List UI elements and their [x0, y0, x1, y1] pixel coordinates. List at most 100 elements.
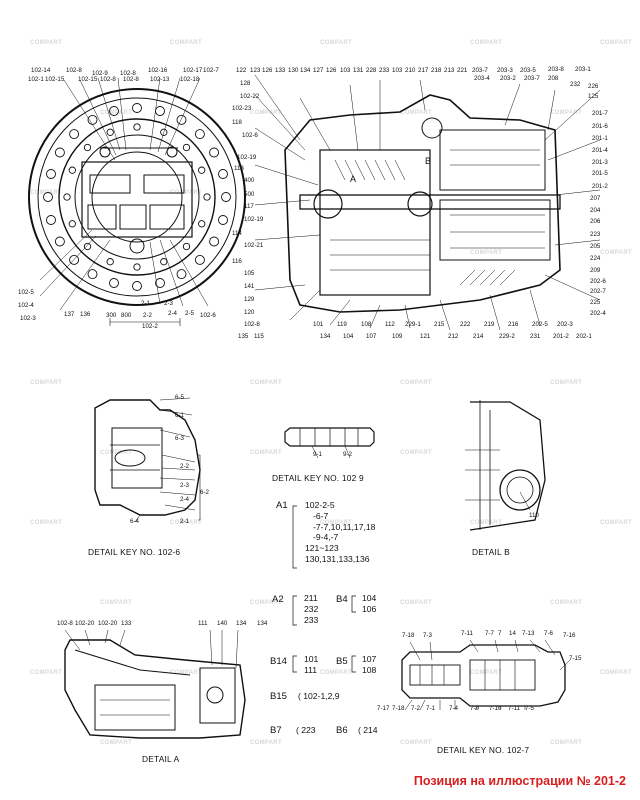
- watermark-text: COMPART: [400, 110, 432, 116]
- bolt-hole: [155, 106, 165, 116]
- group-b4-item: 104: [362, 593, 377, 603]
- bolt-hole: [221, 192, 231, 202]
- detail-102-9-callout: 9-1: [313, 451, 322, 458]
- detail-102-7-callout: 7-13: [522, 630, 535, 637]
- detail-102-7-callout: 7-6: [544, 630, 553, 637]
- section-view-callout: 208: [548, 75, 559, 82]
- bolt-hole: [133, 263, 141, 271]
- section-view-callout: 201-7: [592, 110, 608, 117]
- section-view-callout: 217: [418, 67, 429, 74]
- watermark-text: COMPART: [320, 520, 352, 526]
- detail-102-6-callout: 6-2: [200, 489, 209, 496]
- detail-b-drawing: [465, 400, 546, 531]
- group-b5-item: 108: [362, 664, 377, 675]
- bolt-hole: [155, 278, 165, 288]
- group-b4-item: 106: [362, 603, 377, 614]
- section-view-callout: 201-3: [592, 159, 608, 166]
- section-view-drawing: [254, 74, 601, 331]
- outer-bolt-holes: [43, 103, 231, 291]
- section-view-callout: 203-4: [474, 75, 490, 82]
- group-b15-item: 102-1,2,9: [303, 691, 340, 701]
- bolt-hole: [160, 258, 168, 266]
- watermark-text: COMPART: [250, 110, 282, 116]
- detail-102-7-callout: 7-16: [563, 632, 576, 639]
- detail-102-6-callout: 6-1: [175, 412, 184, 419]
- section-view-callout: 225: [590, 299, 601, 306]
- detail-102-6-callout: 2-2: [180, 463, 189, 470]
- group-b6-item: 214: [363, 725, 378, 735]
- watermark-text: COMPART: [550, 600, 582, 606]
- section-view-callout: 201-2: [553, 333, 569, 340]
- bolt-hole: [68, 166, 76, 174]
- detail-102-6-callout: 2-4: [180, 496, 189, 503]
- bolt-hole: [109, 278, 119, 288]
- section-view-callout: 116: [232, 258, 242, 265]
- detail-a-callout: 134: [257, 620, 268, 627]
- section-view-callout: 201-2: [592, 183, 608, 190]
- bolt-hole: [54, 147, 65, 158]
- bolt-hole: [46, 169, 56, 179]
- section-view-callout: 203-8: [548, 66, 564, 73]
- watermark-text: COMPART: [320, 40, 352, 46]
- group-b15-items: ( 102-1,2,9: [298, 691, 340, 701]
- section-view-callout: 201-4: [592, 147, 608, 154]
- watermark-text: COMPART: [400, 450, 432, 456]
- bolt-hole: [203, 193, 211, 201]
- bolt-hole: [46, 215, 56, 225]
- group-b7-items: ( 223: [296, 725, 316, 735]
- front-view-callout: 102-15: [78, 76, 98, 83]
- section-view-callout: 131: [353, 67, 364, 74]
- section-view-callout: 107: [366, 333, 377, 340]
- section-view-callout: 112: [385, 321, 395, 328]
- watermark-text: COMPART: [600, 520, 632, 526]
- section-view-callout: 108: [361, 321, 372, 328]
- section-view-callout: 102-22: [240, 93, 260, 100]
- front-view-callout: 102-8: [66, 67, 82, 74]
- section-view-callout: 205: [590, 243, 601, 250]
- detail-102-6-callout: 2-1: [180, 518, 189, 525]
- front-view-callout: 102-14: [31, 67, 51, 74]
- section-view-callout: 103: [392, 67, 403, 74]
- section-view-callout: 210: [405, 67, 416, 74]
- inner-bolt-holes: [63, 123, 211, 271]
- section-view-callout: 224: [590, 255, 601, 262]
- watermark-text: COMPART: [400, 380, 432, 386]
- bolt-hole: [198, 220, 206, 228]
- watermark-text: COMPART: [170, 190, 202, 196]
- front-view-callout: 102-8: [123, 76, 139, 83]
- front-view-callout: 2-2: [143, 312, 152, 319]
- detail-a-callout: 102-8: [57, 620, 73, 627]
- bolt-hole: [83, 143, 92, 152]
- caption-detail-b: DETAIL B: [472, 547, 510, 557]
- front-view-callout: 2-3: [164, 300, 173, 307]
- section-view-callout: 209: [590, 267, 601, 274]
- section-view-callout: 223: [590, 231, 601, 238]
- section-view-callout: 117: [244, 203, 254, 210]
- watermark-text: COMPART: [30, 380, 62, 386]
- section-view-callout: 141: [244, 283, 255, 290]
- detail-102-7-callout: 7-15: [569, 655, 582, 662]
- detail-102-7-callout: 7-10: [489, 705, 502, 712]
- section-view-callout: 226: [588, 83, 599, 90]
- bolt-hole: [109, 106, 119, 116]
- section-view-callout: 119: [337, 321, 347, 328]
- section-view-callout: 109: [392, 333, 403, 340]
- detail-a-callout: 140: [217, 620, 228, 627]
- watermark-text: COMPART: [100, 110, 132, 116]
- detail-102-9-callout: 9-2: [343, 451, 352, 458]
- section-view-callout: 215: [434, 321, 445, 328]
- front-view-callout: 800: [121, 312, 132, 319]
- section-view-callout: 202-4: [590, 310, 606, 317]
- section-view-callout: 229-2: [499, 333, 515, 340]
- watermark-text: COMPART: [100, 450, 132, 456]
- front-view-callout: 102-5: [18, 289, 34, 296]
- section-view-callout: 202-7: [590, 288, 606, 295]
- front-view-callout: 102-3: [20, 315, 36, 322]
- section-view-callout: 203-3: [497, 67, 513, 74]
- section-view-callout: 229-1: [405, 321, 421, 328]
- front-view-callout: 102-13: [150, 76, 170, 83]
- caption-detail-102-9: DETAIL KEY NO. 102 9: [272, 473, 364, 483]
- detail-102-7-drawing: [401, 639, 571, 711]
